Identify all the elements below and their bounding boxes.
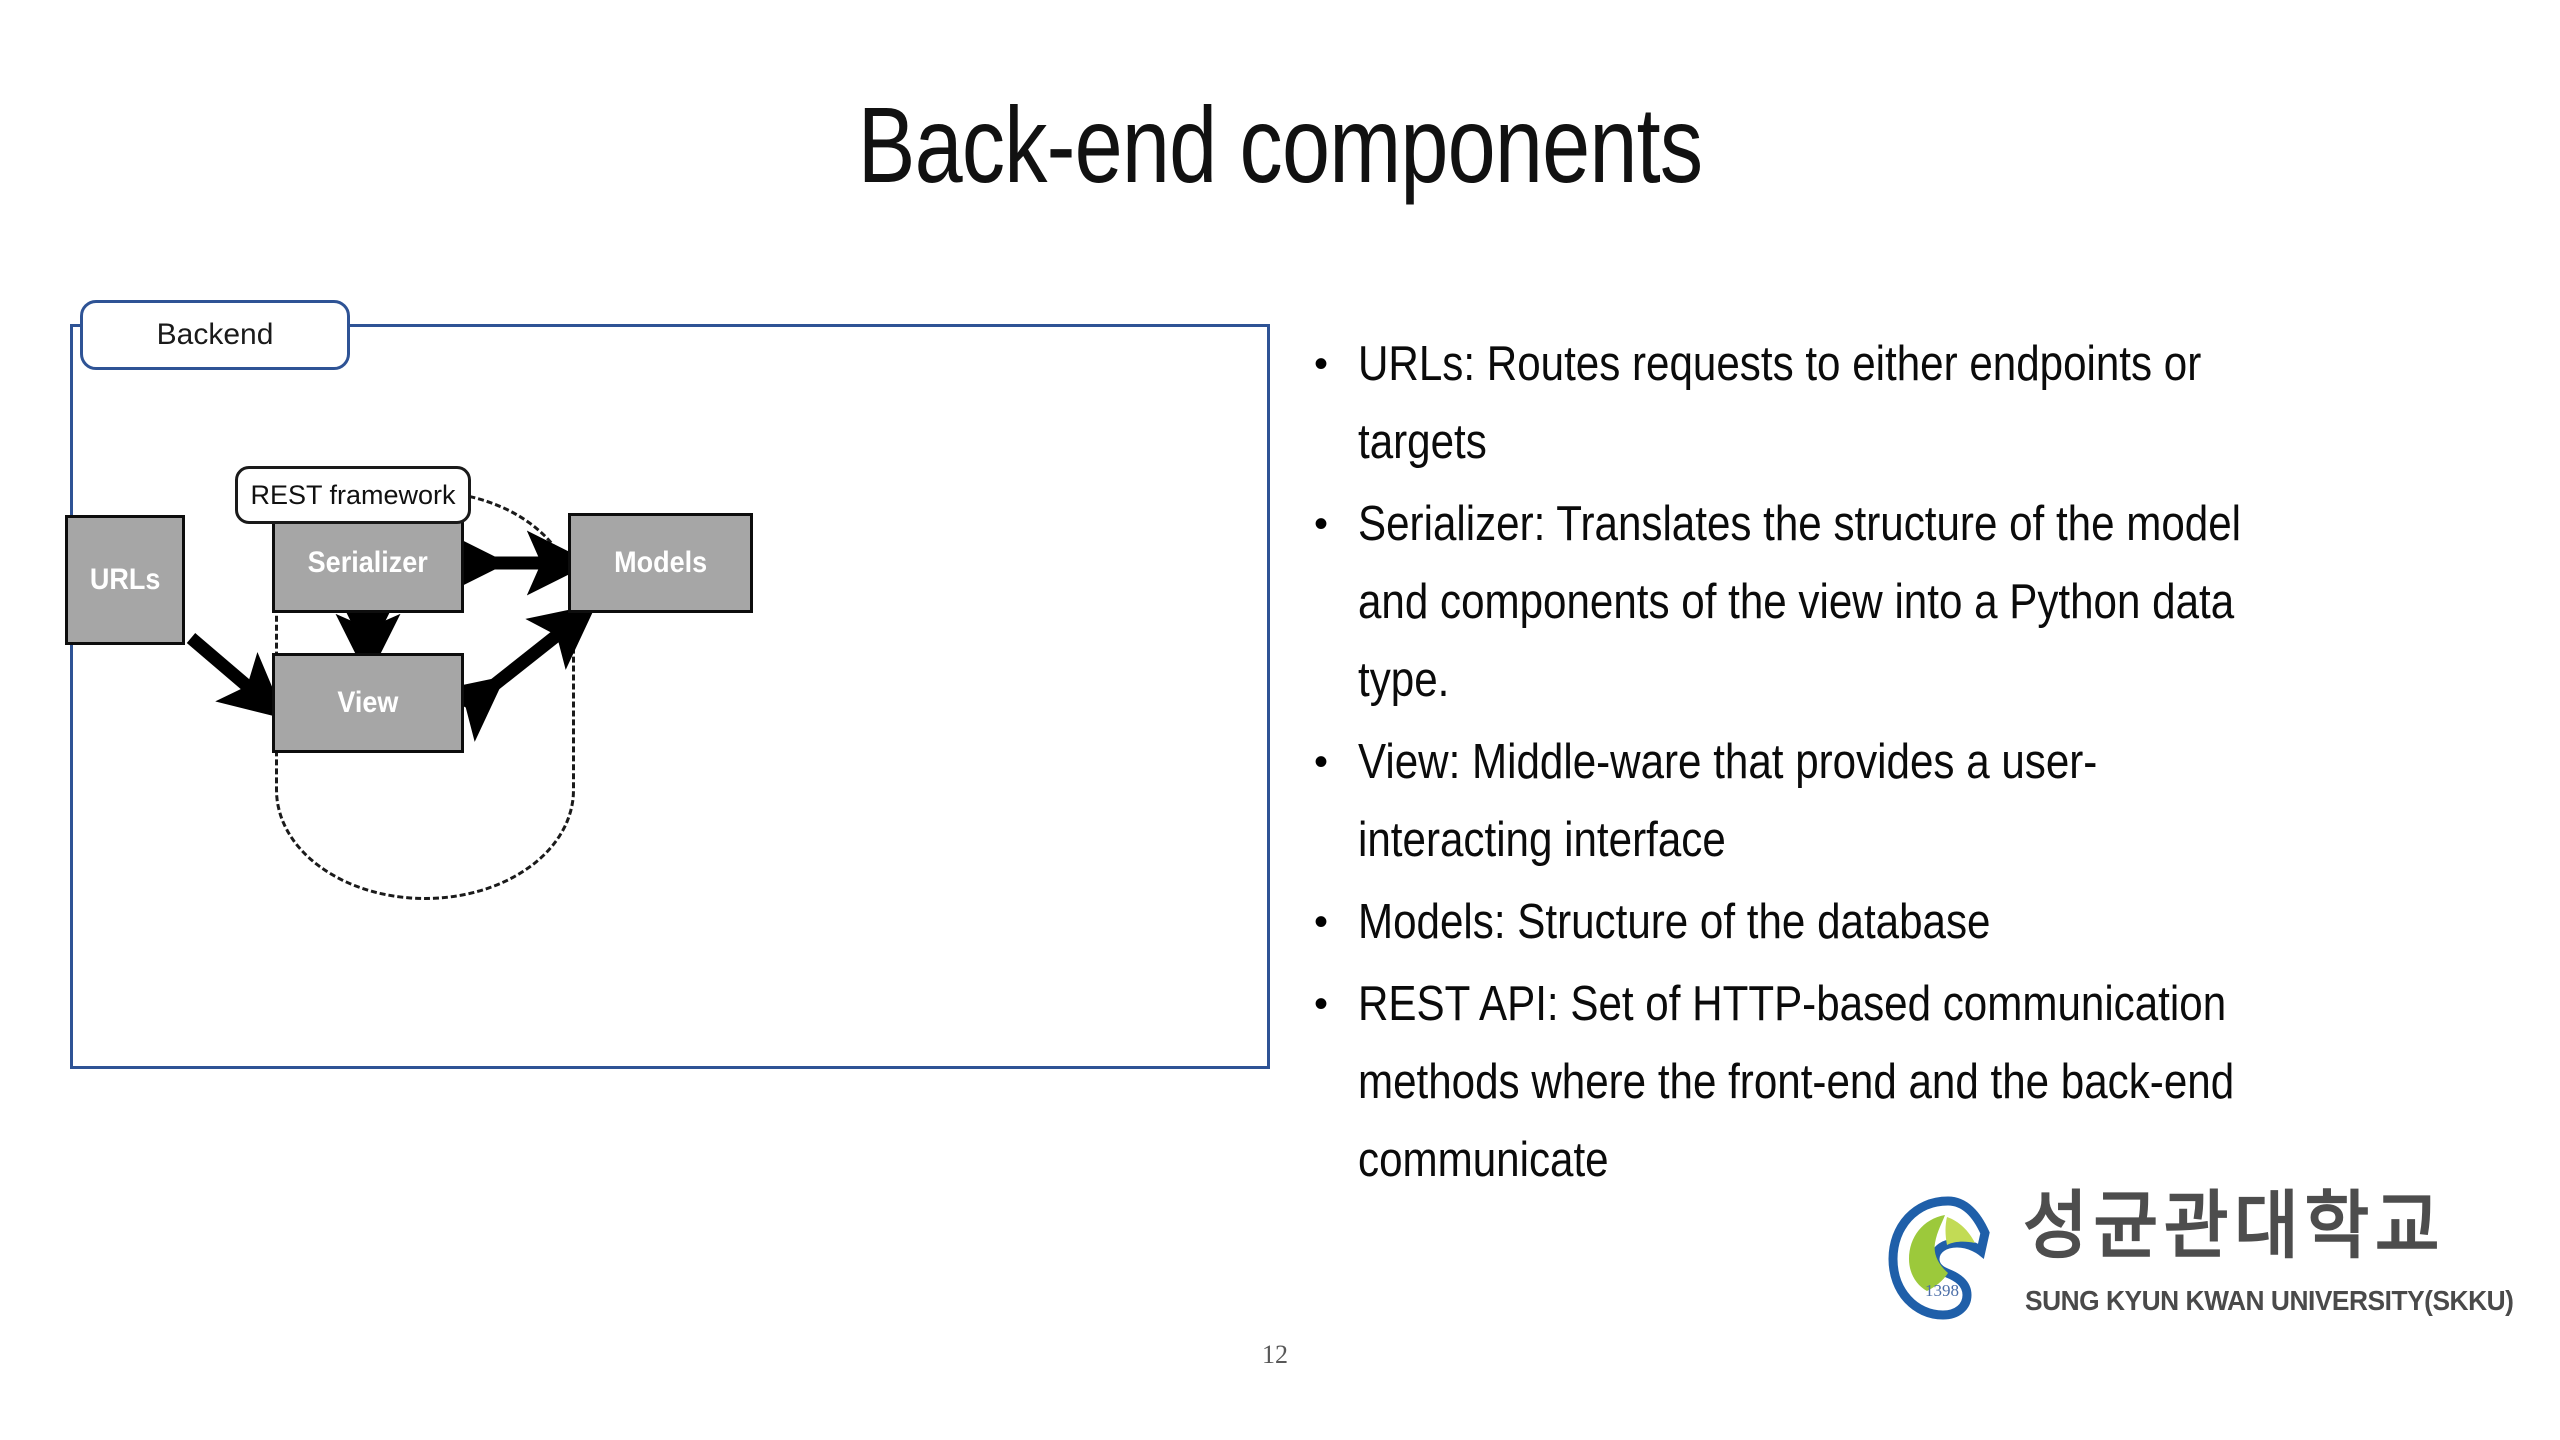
- page-number: 12: [1262, 1340, 1288, 1369]
- node-urls-label: URLs: [89, 563, 161, 596]
- node-view-label: View: [337, 686, 399, 719]
- list-item: • REST API: Set of HTTP-based communicat…: [1310, 965, 2430, 1199]
- rest-framework-label-text: REST framework: [250, 479, 456, 510]
- bullet-text: View: Middle-ware that provides a user-i…: [1358, 735, 2098, 867]
- logo-korean-name: 성균관대학교: [2023, 1183, 2446, 1269]
- rest-framework-label: REST framework: [235, 466, 471, 524]
- node-serializer[interactable]: Serializer: [272, 513, 464, 613]
- node-serializer-label: Serializer: [307, 546, 429, 579]
- backend-frame-label-text: Backend: [156, 318, 274, 351]
- page-title: Back-end components: [857, 84, 1703, 205]
- bullet-list: • URLs: Routes requests to either endpoi…: [1310, 325, 2430, 1203]
- bullet-marker: •: [1314, 900, 1329, 944]
- backend-boundary-frame: [70, 324, 1270, 1069]
- bullet-marker: •: [1314, 740, 1329, 784]
- bullet-text: URLs: Routes requests to either endpoint…: [1358, 337, 2202, 469]
- bullet-marker: •: [1314, 342, 1329, 386]
- backend-architecture-diagram: Backend REST framework URLs Serializer V…: [60, 300, 1290, 1090]
- bullet-marker: •: [1314, 502, 1329, 546]
- list-item: • Models: Structure of the database: [1310, 883, 2430, 961]
- skku-university-logo: 성균관대학교 SUNG KYUN KWAN UNIVERSITY(SKKU) 1…: [1885, 1189, 2514, 1338]
- logo-founded-year: 1398: [1925, 1281, 1959, 1300]
- node-urls[interactable]: URLs: [65, 515, 185, 645]
- list-item: • View: Middle-ware that provides a user…: [1310, 723, 2430, 879]
- ginkgo-leaf-emblem-icon: [1888, 1196, 1990, 1320]
- node-view[interactable]: View: [272, 653, 464, 753]
- node-models[interactable]: Models: [568, 513, 753, 613]
- list-item: • URLs: Routes requests to either endpoi…: [1310, 325, 2430, 481]
- bullet-text: Serializer: Translates the structure of …: [1358, 497, 2242, 707]
- list-item: • Serializer: Translates the structure o…: [1310, 485, 2430, 719]
- logo-english-name: SUNG KYUN KWAN UNIVERSITY(SKKU): [2025, 1285, 2514, 1316]
- bullet-text: Models: Structure of the database: [1358, 895, 1991, 949]
- node-models-label: Models: [613, 546, 708, 579]
- backend-frame-label: Backend: [80, 300, 350, 370]
- bullet-marker: •: [1314, 982, 1329, 1026]
- bullet-text: REST API: Set of HTTP-based communicatio…: [1358, 977, 2235, 1187]
